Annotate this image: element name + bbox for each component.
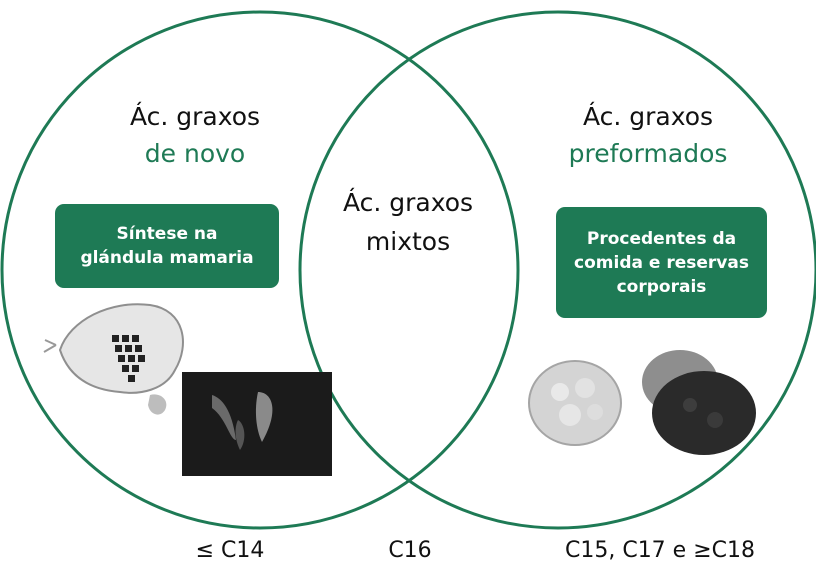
left-set-label: Ác. graxos de novo bbox=[100, 100, 290, 171]
right-box-line-2: comida e reservas bbox=[574, 252, 749, 273]
left-circle bbox=[0, 10, 520, 530]
fat-cells-illustration bbox=[528, 350, 756, 455]
left-box-line-1: Síntese na bbox=[116, 224, 218, 244]
bottom-label-left: ≤ C14 bbox=[195, 538, 265, 563]
right-set-subtitle: preformados bbox=[568, 139, 728, 168]
right-set-title: Ác. graxos bbox=[582, 102, 714, 131]
right-box-line-3: corporais bbox=[616, 276, 707, 297]
middle-set-line-2: mixtos bbox=[365, 227, 451, 256]
left-set-box: Síntese na glándula mamaria bbox=[55, 204, 279, 288]
right-set-label: Ác. graxos preformados bbox=[548, 100, 748, 171]
left-set-title: Ác. graxos bbox=[129, 102, 261, 131]
left-box-line-2: glándula mamaria bbox=[80, 248, 254, 268]
middle-set-label: Ác. graxos mixtos bbox=[318, 186, 498, 259]
right-circle bbox=[298, 10, 816, 530]
middle-set-line-1: Ác. graxos bbox=[342, 188, 474, 217]
bottom-label-right: C15, C17 e ≥C18 bbox=[564, 538, 755, 563]
mammary-gland-illustration bbox=[43, 303, 332, 476]
left-set-subtitle: de novo bbox=[144, 139, 246, 168]
right-box-line-1: Procedentes da bbox=[586, 228, 737, 249]
right-set-box: Procedentes da comida e reservas corpora… bbox=[556, 207, 767, 318]
bottom-label-middle: C16 bbox=[388, 538, 432, 563]
